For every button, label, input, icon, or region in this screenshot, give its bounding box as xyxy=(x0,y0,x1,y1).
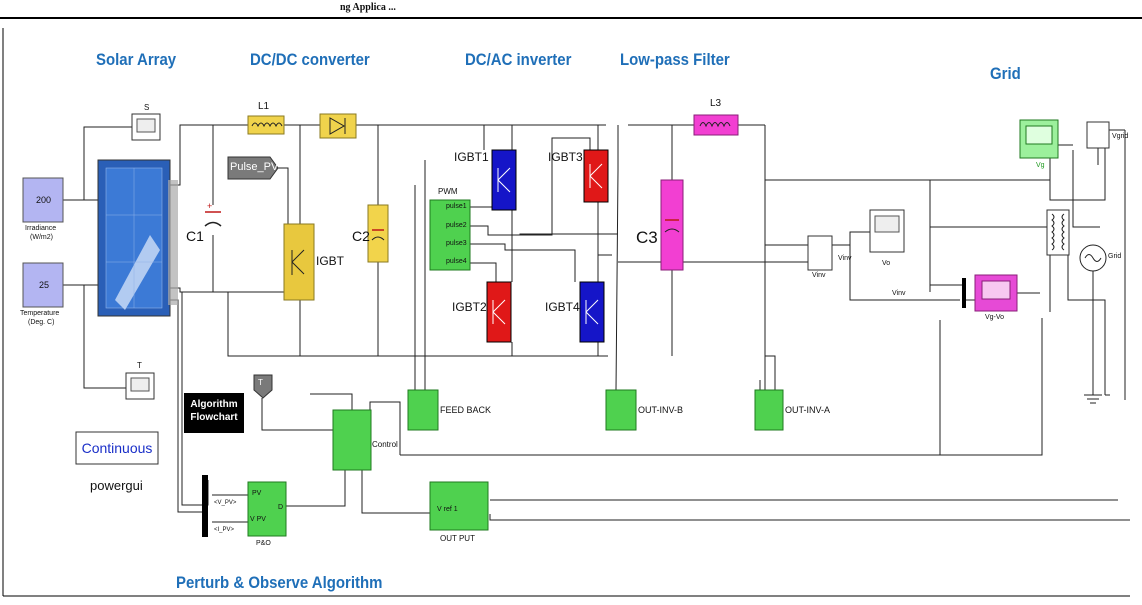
inductor-l1[interactable] xyxy=(247,115,285,135)
algorithm-flowchart-block[interactable] xyxy=(184,393,244,433)
c1-label: C1 xyxy=(186,228,204,244)
algorithm-flowchart-text: Algorithm Flowchart xyxy=(184,398,244,424)
out-inv-a-port[interactable] xyxy=(754,389,784,431)
section-title-dcac: DC/AC inverter xyxy=(465,50,572,69)
igbt3-label: IGBT3 xyxy=(548,150,583,164)
control-label: Control xyxy=(372,440,398,449)
igbt1-block[interactable] xyxy=(491,149,517,211)
c2-label: C2 xyxy=(352,228,370,244)
pwm-pulse2: pulse2 xyxy=(446,222,467,229)
pwm-pulse1: pulse1 xyxy=(446,203,467,210)
igbt1-label: IGBT1 xyxy=(454,150,489,164)
po-input-pv: PV xyxy=(252,490,262,497)
igbt4-label: IGBT4 xyxy=(545,300,580,314)
vinv-measurement-block[interactable] xyxy=(807,235,833,271)
inductor-l3[interactable] xyxy=(693,114,739,136)
goto-t-label: T xyxy=(258,378,263,387)
algorithm-flowchart-line1: Algorithm xyxy=(190,399,238,410)
section-title-filter: Low-pass Filter xyxy=(620,50,730,69)
vg-vo-label: Vg-Vo xyxy=(985,314,1005,321)
capacitor-c3[interactable] xyxy=(660,179,684,271)
temperature-label: Temperature xyxy=(20,310,60,317)
scope-s-label: S xyxy=(144,103,150,112)
temperature-constant-block[interactable] xyxy=(22,262,64,308)
powergui-block[interactable] xyxy=(75,431,159,465)
vg-label: Vg xyxy=(1036,162,1045,169)
temperature-unit: (Deg. C) xyxy=(28,319,55,326)
out-inv-b-label: OUT-INV-B xyxy=(638,405,684,415)
vref-label: V ref 1 xyxy=(437,506,458,513)
vg-vo-mux-bar xyxy=(962,278,966,308)
igbt-boost-block[interactable] xyxy=(283,223,315,301)
section-title-po: Perturb & Observe Algorithm xyxy=(176,573,383,592)
bus-selector-block[interactable] xyxy=(202,475,208,537)
header-text: ng Applica ... xyxy=(340,2,396,13)
grid-ac-source[interactable] xyxy=(1079,244,1107,272)
po-block-label: P&O xyxy=(256,540,271,547)
section-title-grid: Grid xyxy=(990,64,1021,83)
feedback-port[interactable] xyxy=(407,389,439,431)
powergui-text: Continuous xyxy=(81,440,153,456)
temperature-value: 25 xyxy=(39,280,50,290)
goto-t-block[interactable] xyxy=(253,374,273,399)
scope-s-block[interactable] xyxy=(131,113,161,141)
algorithm-flowchart-line2: Flowchart xyxy=(190,412,238,423)
vo-scope-block[interactable] xyxy=(869,209,905,253)
irradiance-constant-block[interactable] xyxy=(22,177,64,223)
capacitor-c1[interactable]: + xyxy=(204,201,222,227)
po-input-vpv: V PV xyxy=(250,516,266,523)
vg-vo-scope-block[interactable] xyxy=(974,274,1018,312)
section-title-solar-array: Solar Array xyxy=(96,50,177,69)
powergui-label: powergui xyxy=(90,478,143,493)
irradiance-value: 200 xyxy=(36,195,52,205)
pwm-pulse4: pulse4 xyxy=(446,258,467,265)
igbt4-block[interactable] xyxy=(579,281,605,343)
vg-scope-block[interactable] xyxy=(1019,119,1059,159)
pulse-pv-from-block[interactable] xyxy=(227,156,279,180)
vinv-block-out: Vinv xyxy=(838,255,852,262)
po-output-d: D xyxy=(278,504,284,511)
output-block-label: OUT PUT xyxy=(440,534,475,543)
capacitor-c2[interactable] xyxy=(367,204,389,263)
scope-t-block[interactable] xyxy=(125,372,155,400)
control-block[interactable] xyxy=(332,409,372,471)
igbt-label: IGBT xyxy=(316,254,345,268)
irradiance-label: Irradiance xyxy=(25,225,57,232)
vgrid-label: Vgrid xyxy=(1112,133,1129,140)
vgrid-measurement-block[interactable] xyxy=(1086,121,1110,149)
transformer-block[interactable] xyxy=(1046,209,1070,256)
wires xyxy=(62,124,1130,523)
mux-input-ipv: <I_PV> xyxy=(214,527,235,533)
pv-array-block[interactable] xyxy=(97,159,178,317)
irradiance-unit: (W/m2) xyxy=(30,234,53,241)
svg-text:+: + xyxy=(207,201,212,211)
igbt2-block[interactable] xyxy=(486,281,512,343)
igbt3-block[interactable] xyxy=(583,149,609,203)
vinv-wire-label: Vinv xyxy=(892,290,906,297)
po-algorithm-block[interactable] xyxy=(247,481,287,537)
vo-label: Vo xyxy=(882,260,891,267)
feedback-label: FEED BACK xyxy=(440,405,492,415)
diode-block[interactable] xyxy=(319,113,357,139)
out-inv-b-port[interactable] xyxy=(605,389,637,431)
pwm-pulse3: pulse3 xyxy=(446,240,467,247)
l3-label: L3 xyxy=(710,98,722,109)
scope-t-label: T xyxy=(137,361,142,370)
l1-label: L1 xyxy=(258,101,270,112)
out-inv-a-label: OUT-INV-A xyxy=(785,405,831,415)
section-title-dcdc: DC/DC converter xyxy=(250,50,370,69)
output-block[interactable] xyxy=(429,481,489,531)
mux-input-vpv: <V_PV> xyxy=(214,500,237,506)
pwm-label: PWM xyxy=(438,187,458,196)
pulse-pv-label: Pulse_PV xyxy=(230,161,279,173)
grid-source-label: Grid xyxy=(1108,253,1122,260)
ground-symbol xyxy=(1084,271,1102,404)
c3-label: C3 xyxy=(636,228,658,247)
pwm-generator-block[interactable] xyxy=(429,199,471,271)
vinv-block-label: Vinv xyxy=(812,272,826,279)
igbt2-label: IGBT2 xyxy=(452,300,487,314)
